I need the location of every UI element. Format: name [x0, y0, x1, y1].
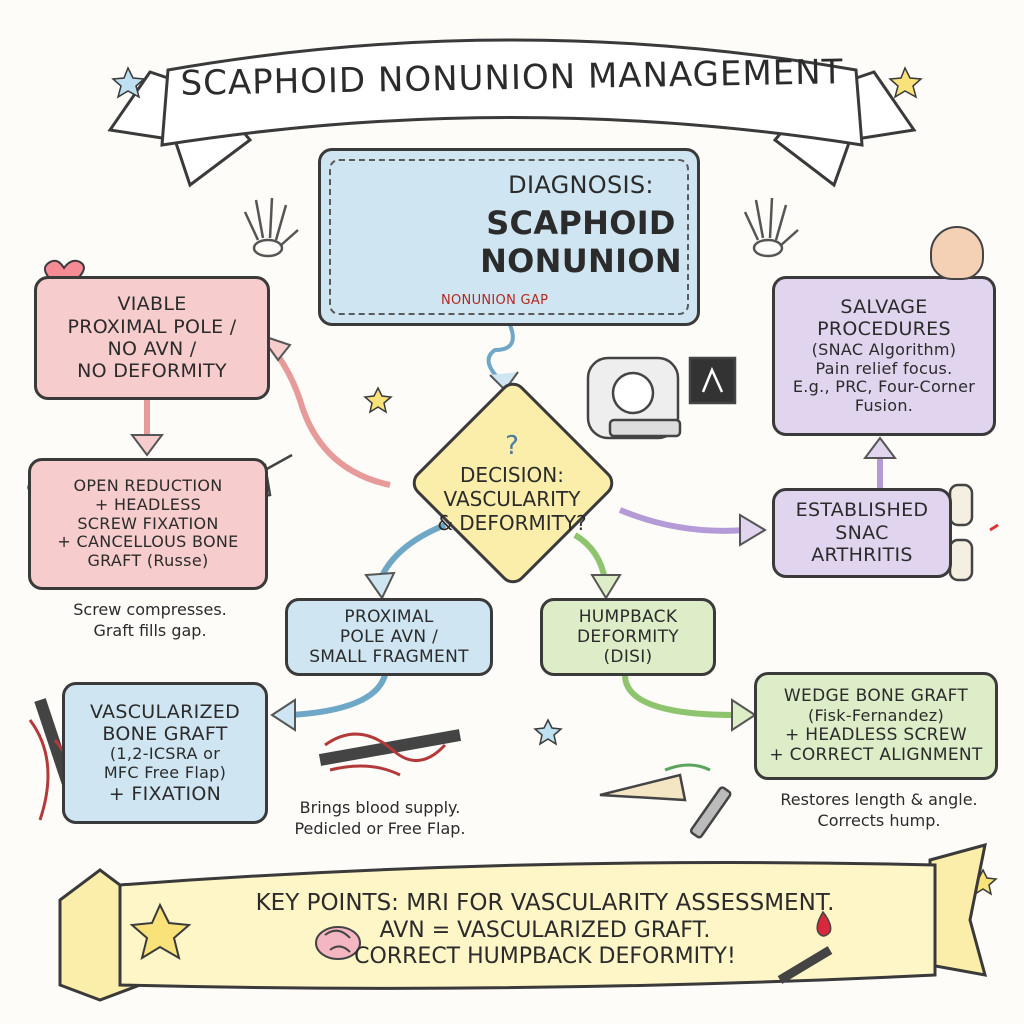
wedge-caption: Restores length & angle. Corrects hump.: [754, 790, 1004, 832]
arrow-avn-to-vascular: [290, 675, 385, 715]
vascularized-bone-graft-box: VASCULARIZED BONE GRAFT (1,2-ICSRA or MF…: [62, 682, 268, 824]
viable-proximal-pole-box: VIABLE PROXIMAL POLE / NO AVN / NO DEFOR…: [34, 276, 270, 400]
wedge-graft-icon: [600, 775, 685, 800]
humpback-deformity-box: HUMPBACK DEFORMITY (DISI): [540, 598, 716, 676]
decision-text: ? DECISION: VASCULARITY & DEFORMITY?: [390, 408, 634, 558]
key-points-line-2: AVN = VASCULARIZED GRAFT.: [200, 918, 890, 944]
vascular-caption: Brings blood supply. Pedicled or Free Fl…: [270, 798, 490, 840]
diagnosis-name: SCAPHOID: [471, 205, 691, 243]
nonunion-gap-label: NONUNION GAP: [441, 293, 548, 308]
hand-skeleton-icon: [245, 198, 298, 256]
open-reduction-box: OPEN REDUCTION + HEADLESS SCREW FIXATION…: [28, 458, 268, 590]
orif-caption: Screw compresses. Graft fills gap.: [30, 600, 270, 642]
hand-skeleton-icon: [745, 198, 798, 256]
arrow-decision-to-snac: [620, 510, 745, 531]
swap-arrow-icon: [665, 765, 710, 770]
diagnosis-label: DIAGNOSIS:: [471, 171, 691, 199]
key-points-text: KEY POINTS: MRI FOR VASCULARITY ASSESSME…: [200, 890, 890, 970]
question-mark-icon: ?: [505, 431, 519, 462]
arrow-decision-to-viable: [270, 345, 390, 485]
wedge-bone-graft-box: WEDGE BONE GRAFT (Fisk-Fernandez) + HEAD…: [754, 672, 998, 780]
salvage-procedures-box: SALVAGE PROCEDURES (SNAC Algorithm) Pain…: [772, 276, 996, 436]
star-icon: [365, 388, 391, 412]
diagnosis-box: DIAGNOSIS: SCAPHOID NONUNION NONUNION GA…: [318, 148, 700, 326]
screw-icon: [690, 786, 731, 838]
arrow-diagnosis-to-decision: [489, 325, 513, 380]
key-points-line-1: KEY POINTS: MRI FOR VASCULARITY ASSESSME…: [200, 890, 890, 918]
arrow-humpback-to-wedge: [625, 675, 735, 715]
key-points-line-3: CORRECT HUMPBACK DEFORMITY!: [200, 944, 890, 970]
proximal-pole-avn-box: PROXIMAL POLE AVN / SMALL FRAGMENT: [285, 598, 493, 676]
star-icon: [535, 720, 561, 744]
star-icon: [890, 68, 921, 97]
arthritic-hand-icon: [930, 226, 984, 280]
snac-arthritis-box: ESTABLISHED SNAC ARTHRITIS: [772, 488, 952, 578]
diagnosis-name: NONUNION: [471, 243, 691, 281]
